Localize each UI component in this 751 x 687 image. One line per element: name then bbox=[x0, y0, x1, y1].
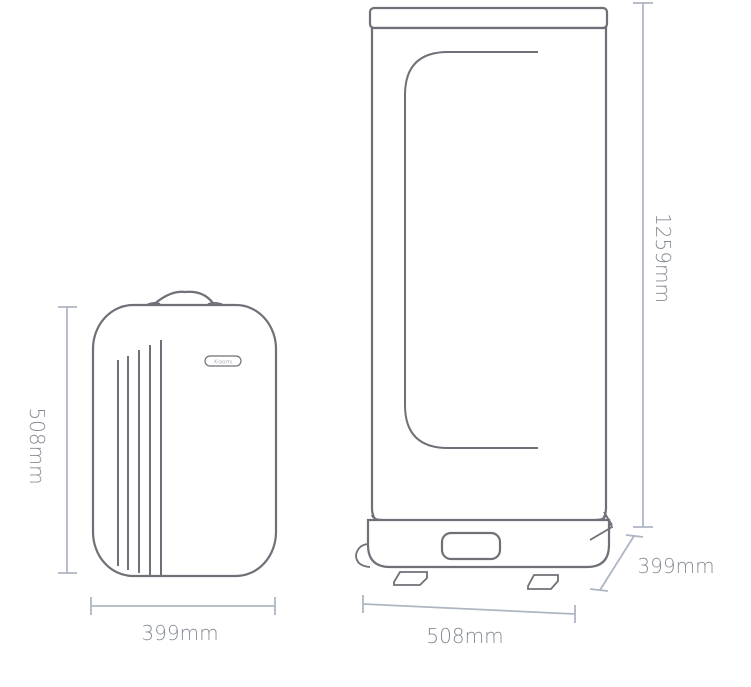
case-height-label: 508mm bbox=[25, 407, 49, 484]
dryer-foot-left bbox=[393, 571, 428, 586]
dryer-height-label: 1259mm bbox=[651, 213, 675, 303]
dryer-wheel-left bbox=[355, 543, 371, 568]
case-height-dimension bbox=[58, 306, 77, 574]
case-width-label: 399mm bbox=[141, 621, 218, 645]
dryer-cover bbox=[370, 26, 608, 526]
case-badge bbox=[204, 355, 242, 367]
dryer-foot-right bbox=[527, 574, 559, 590]
folded-case: Xiaomi bbox=[91, 290, 278, 578]
dryer-cabinet bbox=[355, 6, 614, 590]
dryer-width-label: 508mm bbox=[426, 624, 503, 648]
dryer-depth-label: 399mm bbox=[637, 554, 714, 578]
dryer-base bbox=[366, 518, 611, 569]
case-handle bbox=[151, 290, 216, 307]
dryer-width-dimension bbox=[362, 595, 576, 623]
case-grooves bbox=[117, 340, 162, 576]
dryer-depth-dimension bbox=[589, 534, 644, 592]
case-badge-text: Xiaomi bbox=[214, 360, 233, 366]
dryer-height-dimension bbox=[633, 2, 653, 528]
dryer-window bbox=[404, 51, 538, 449]
case-width-dimension bbox=[90, 597, 276, 615]
dryer-side-knob bbox=[589, 511, 614, 541]
dryer-top-cap bbox=[368, 6, 609, 30]
dryer-control-panel bbox=[440, 531, 502, 561]
case-body bbox=[91, 303, 278, 578]
